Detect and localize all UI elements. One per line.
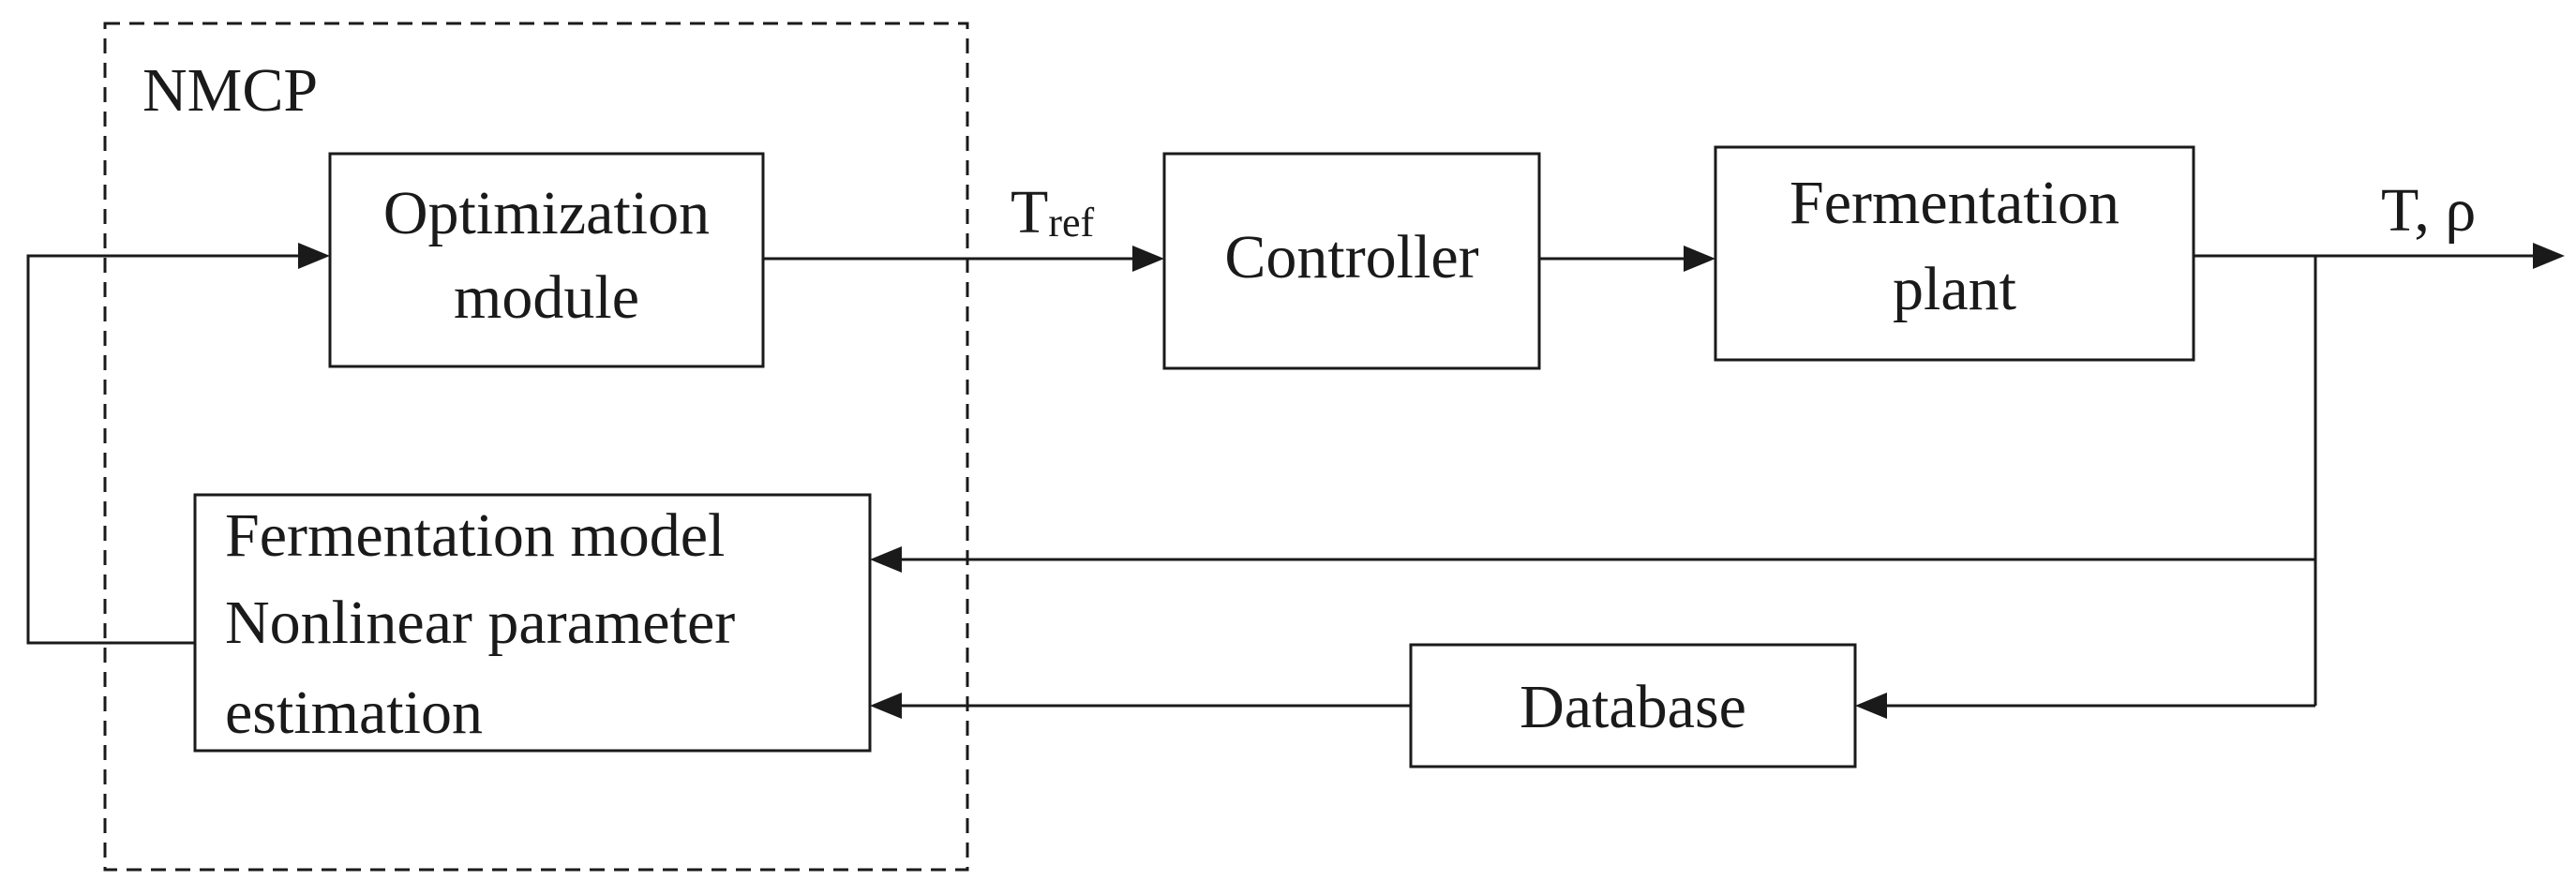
reference-signal-base: T — [1011, 178, 1048, 246]
database-to-model-arrowhead — [870, 693, 902, 719]
fermentation-model-label-line3: estimation — [225, 679, 483, 747]
controller-label: Controller — [1224, 223, 1478, 291]
reference-signal-subscript: ref — [1048, 200, 1094, 246]
output-signal-label: T, ρ — [2381, 176, 2476, 245]
output-to-model-arrowhead — [870, 546, 902, 573]
model-to-optimization-line — [26, 254, 302, 645]
optimization-module-label-line1: Optimization — [383, 179, 710, 247]
fermentation-model-label-line1: Fermentation model — [225, 501, 725, 570]
fermentation-model-block: Fermentation model Nonlinear parameter e… — [193, 493, 872, 753]
fermentation-plant-label-line2: plant — [1893, 255, 2016, 323]
output-to-database-arrowhead — [1855, 693, 1887, 719]
controller-block: Controller — [1162, 152, 1541, 370]
controller-to-plant-arrowhead — [1684, 246, 1715, 272]
reference-signal-label: Tref — [1011, 178, 1095, 246]
fermentation-plant-label-line1: Fermentation — [1790, 169, 2119, 237]
model-to-optimization-arrowhead — [298, 243, 330, 269]
fermentation-model-label-line2: Nonlinear parameter — [225, 589, 735, 657]
optimization-module-label-line2: module — [454, 263, 639, 332]
database-label: Database — [1520, 673, 1746, 741]
optimization-module-block: Optimization module — [328, 152, 765, 368]
database-block: Database — [1409, 643, 1857, 768]
optimization-to-controller-arrowhead — [1132, 246, 1164, 272]
nmcp-label: NMCP — [142, 56, 318, 125]
plant-output-arrowhead — [2533, 243, 2565, 269]
fermentation-plant-block: Fermentation plant — [1714, 145, 2195, 362]
